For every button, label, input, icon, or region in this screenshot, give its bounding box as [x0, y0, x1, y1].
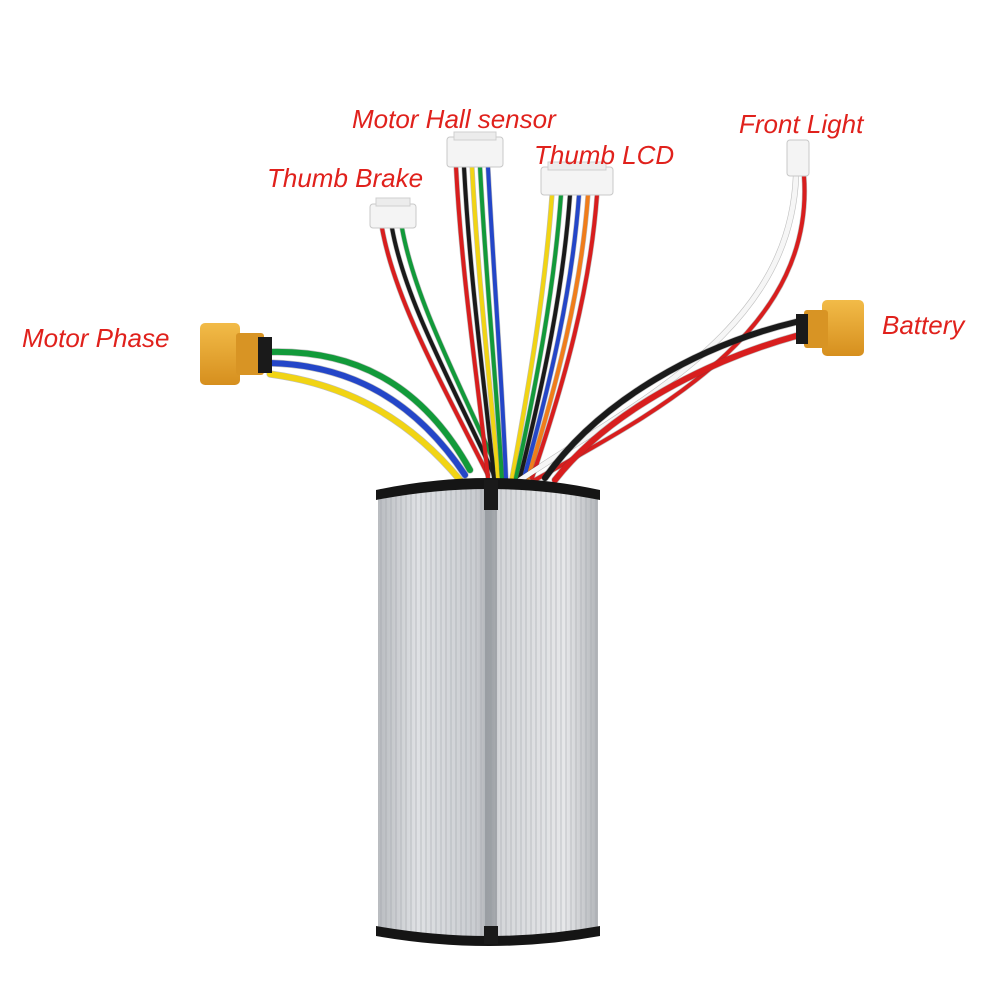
wire-lcd-yellow — [510, 193, 554, 480]
wire-lcd-blue — [522, 193, 581, 480]
motor-phase-connector — [200, 323, 272, 385]
label-battery: Battery — [882, 310, 965, 340]
battery-connector — [796, 300, 864, 356]
wire-lcd-orange — [526, 193, 590, 480]
wire-motor-phase-green — [267, 348, 473, 473]
wire-hall-green — [478, 165, 504, 480]
wire-hall-red — [454, 165, 490, 480]
controller-housing — [376, 478, 600, 946]
wire-hall-black — [462, 165, 496, 480]
housing-seam — [485, 480, 497, 942]
wire-battery-red — [552, 333, 799, 483]
wire-hall-blue — [486, 165, 508, 480]
wire-thumb-brake-black — [390, 226, 496, 477]
thumb-brake-connector — [369, 197, 417, 229]
label-motor-hall-sensor: Motor Hall sensor — [352, 104, 556, 134]
wire-lcd-red — [530, 193, 599, 480]
housing-seam-clip-bottom — [484, 926, 498, 944]
housing-seam-clip-top — [484, 480, 498, 510]
label-motor-phase: Motor Phase — [22, 323, 170, 353]
wire-battery-black — [542, 319, 799, 481]
wire-motor-phase-blue — [267, 360, 468, 478]
thumb-lcd-connector — [540, 161, 614, 196]
wire-lcd-black — [518, 193, 572, 480]
wire-hall-yellow — [470, 165, 500, 480]
wire-battery-red-outline — [551, 332, 800, 484]
wire-thumb-brake-red — [380, 226, 490, 477]
label-thumb-lcd: Thumb LCD — [534, 140, 675, 170]
wire-motor-phase-yellow-outline — [266, 370, 464, 484]
wire-lcd-green — [514, 193, 563, 480]
front-light-connector — [786, 139, 810, 177]
label-thumb-brake: Thumb Brake — [267, 163, 424, 193]
label-front-light: Front Light — [739, 109, 864, 139]
wire-harness — [266, 164, 808, 484]
wire-motor-phase-yellow — [267, 371, 463, 483]
motor-hall-sensor-connector — [446, 131, 504, 168]
